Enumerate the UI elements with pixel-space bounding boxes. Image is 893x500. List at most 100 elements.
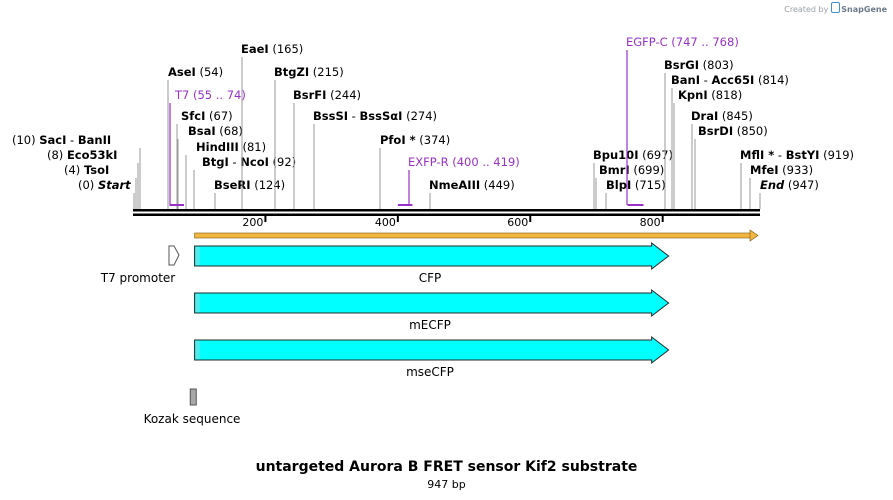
primer-binding-sites: T7 (55 .. 74) EXFP-R (400 .. 419) EGFP-C (… [169, 35, 739, 206]
enzyme-label: KpnI (818) [678, 88, 742, 102]
enzyme-sites: (0) Start(4) TsoI(8) Eco53kI(10) SacI - … [12, 42, 854, 209]
feature-label: Kozak sequence [144, 412, 241, 426]
promoter-arrow [168, 245, 180, 266]
enzyme-site[interactable]: KpnI (818) [673, 88, 742, 209]
enzyme-label: MflI * - BstYI (919) [740, 148, 854, 162]
enzyme-label: MfeI (933) [750, 163, 813, 177]
feature[interactable]: mECFP [194, 288, 670, 332]
sequence-length: 947 bp [427, 478, 466, 491]
enzyme-label: BsaI (68) [188, 124, 243, 138]
features: T7 promoter CFP mECFP mseCFP Kozak sequence [100, 241, 670, 426]
enzyme-site[interactable]: SfcI (67) [176, 109, 233, 209]
cds-arrow [194, 241, 670, 271]
enzyme-site[interactable]: NmeAIII (449) [429, 178, 515, 209]
primer[interactable]: EGFP-C (747 .. 768) [626, 35, 739, 206]
enzyme-label: (10) SacI - BanII [12, 133, 111, 147]
enzyme-label: BssSI - BssSαI (274) [313, 109, 437, 123]
enzyme-site[interactable]: AseI (54) [167, 65, 223, 209]
enzyme-site[interactable]: DraI (845) [691, 109, 753, 209]
ruler-tick-label: 200 [242, 216, 263, 229]
backbone-top-strand [133, 209, 760, 212]
sequence-ruler: 200 400 600 800 [133, 209, 760, 229]
enzyme-site[interactable]: PfoI * (374) [379, 133, 450, 209]
enzyme-site[interactable]: BtgI - NcoI (92) [193, 155, 296, 209]
orf-head [749, 229, 759, 242]
cds-arrow [194, 288, 670, 318]
enzyme-site[interactable]: (0) Start [78, 178, 135, 209]
enzyme-label: AseI (54) [168, 65, 223, 79]
credit-brand: SnapGene [841, 5, 887, 14]
map-title: untargeted Aurora B FRET sensor Kif2 sub… [255, 459, 638, 475]
enzyme-label: End (947) [760, 178, 819, 192]
ruler-tick [264, 216, 267, 222]
feature[interactable]: mseCFP [194, 335, 670, 379]
cds-arrow [194, 335, 670, 365]
enzyme-site[interactable]: BseRI (124) [214, 178, 285, 209]
feature-label: CFP [419, 271, 442, 285]
enzyme-label: BmrI (699) [599, 163, 664, 177]
credit-prefix: Created by [784, 5, 829, 14]
ruler-tick [396, 216, 399, 222]
enzyme-label: Bpu10I (697) [593, 148, 673, 162]
backbone-bottom-strand [133, 213, 760, 216]
enzyme-label: NmeAIII (449) [429, 178, 515, 192]
enzyme-site[interactable]: BssSI - BssSαI (274) [313, 109, 437, 209]
enzyme-label: BseRI (124) [214, 178, 285, 192]
enzyme-label: SfcI (67) [181, 109, 233, 123]
enzyme-site[interactable]: BsaI (68) [177, 124, 243, 209]
start-codon-mark [195, 341, 200, 359]
enzyme-label: (8) Eco53kI [47, 148, 117, 162]
start-codon-mark [195, 247, 200, 265]
enzyme-label: (4) TsoI [64, 163, 109, 177]
enzyme-site[interactable]: BsrDI (850) [694, 124, 768, 209]
feature[interactable]: T7 promoter [100, 245, 180, 285]
primer-label: EXFP-R (400 .. 419) [408, 155, 520, 169]
enzyme-label: BtgI - NcoI (92) [202, 155, 296, 169]
enzyme-label: BanI - Acc65I (814) [671, 73, 789, 87]
ruler-tick-label: 400 [375, 216, 396, 229]
snapgene-credit: Created by SnapGene [784, 2, 887, 14]
enzyme-site[interactable]: BtgZI (215) [274, 65, 344, 209]
enzyme-label: BsrFI (244) [293, 88, 361, 102]
enzyme-label: HindIII (81) [196, 140, 266, 154]
enzyme-site[interactable]: BsrFI (244) [293, 88, 361, 209]
start-codon-mark [195, 294, 200, 312]
primer[interactable]: T7 (55 .. 74) [169, 88, 246, 206]
enzyme-label: EaeI (165) [241, 42, 303, 56]
primer-label: T7 (55 .. 74) [174, 88, 246, 102]
feature-label: T7 promoter [100, 271, 176, 285]
enzyme-site[interactable]: HindIII (81) [185, 140, 266, 209]
feature[interactable]: CFP [194, 241, 670, 285]
feature[interactable]: Kozak sequence [144, 388, 241, 426]
ruler-tick [661, 216, 664, 222]
enzyme-label: DraI (845) [691, 109, 753, 123]
feature-label: mECFP [409, 318, 451, 332]
snapgene-logo-icon [831, 2, 841, 13]
orf-arrow[interactable] [194, 229, 759, 242]
enzyme-label: BsrDI (850) [698, 124, 768, 138]
enzyme-site[interactable]: EaeI (165) [241, 42, 303, 209]
primer[interactable]: EXFP-R (400 .. 419) [397, 155, 520, 206]
enzyme-site[interactable]: End (947) [759, 178, 819, 209]
enzyme-site[interactable]: MflI * - BstYI (919) [740, 148, 854, 209]
ruler-tick-label: 600 [507, 216, 528, 229]
enzyme-site[interactable]: BlpI (715) [605, 178, 666, 209]
enzyme-site[interactable]: BmrI (699) [595, 163, 664, 209]
enzyme-site[interactable]: BanI - Acc65I (814) [671, 73, 789, 209]
enzyme-site[interactable]: (10) SacI - BanII [12, 133, 141, 209]
enzyme-site[interactable]: (4) TsoI [64, 163, 137, 209]
enzyme-label: PfoI * (374) [380, 133, 450, 147]
primer-label: EGFP-C (747 .. 768) [626, 35, 739, 49]
ruler-tick-label: 800 [640, 216, 661, 229]
enzyme-site[interactable]: MfeI (933) [749, 163, 813, 209]
enzyme-site[interactable]: (8) Eco53kI [47, 148, 139, 209]
feature-label: mseCFP [406, 365, 454, 379]
enzyme-site[interactable]: BsrGI (803) [664, 58, 734, 209]
enzyme-label: BsrGI (803) [664, 58, 734, 72]
enzyme-label: BlpI (715) [606, 178, 666, 192]
ruler-tick [529, 216, 532, 222]
enzyme-label: (0) Start [78, 178, 131, 192]
kozak-box [189, 388, 197, 406]
orf-body [194, 232, 752, 239]
